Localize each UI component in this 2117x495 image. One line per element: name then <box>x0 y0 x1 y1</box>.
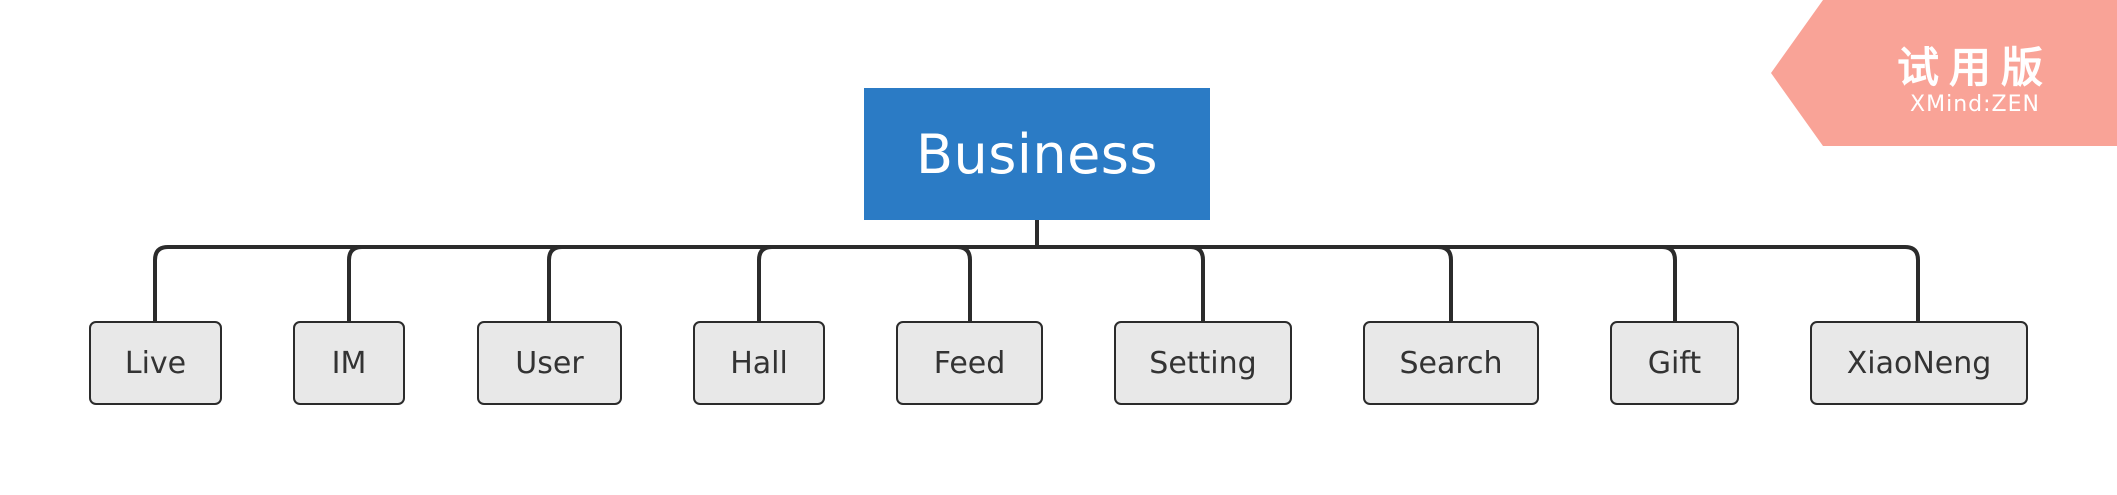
topic-label: XiaoNeng <box>1846 345 1992 381</box>
topic-label: Hall <box>730 345 788 381</box>
watermark-badge-shape <box>1771 0 2117 146</box>
trial-watermark: 试用版 XMind:ZEN <box>1771 0 2117 146</box>
root-topic[interactable]: Business <box>864 88 1210 220</box>
topic-label: Live <box>124 345 187 381</box>
topic-im[interactable]: IM <box>293 321 405 405</box>
connector-setting <box>1035 245 1205 323</box>
watermark-subtitle: XMind:ZEN <box>1910 92 2040 117</box>
topic-live[interactable]: Live <box>89 321 222 405</box>
topic-feed[interactable]: Feed <box>896 321 1043 405</box>
connector-search <box>1035 245 1453 323</box>
root-topic-label: Business <box>915 122 1159 186</box>
topic-hall[interactable]: Hall <box>693 321 825 405</box>
topic-user[interactable]: User <box>477 321 622 405</box>
connector-im <box>347 245 1039 323</box>
topic-label: Search <box>1399 345 1503 381</box>
topic-xiaoneng[interactable]: XiaoNeng <box>1810 321 2028 405</box>
connector-user <box>547 245 1039 323</box>
topic-label: Setting <box>1149 345 1257 381</box>
watermark-title: 试用版 <box>1896 43 2053 92</box>
topic-label: IM <box>331 345 367 381</box>
connector-hall <box>757 245 1039 323</box>
connector-feed <box>955 245 1039 323</box>
connector-gift <box>1035 245 1677 323</box>
topic-gift[interactable]: Gift <box>1610 321 1739 405</box>
topic-label: Feed <box>933 345 1006 381</box>
topic-label: User <box>515 345 584 381</box>
topic-label: Gift <box>1647 345 1702 381</box>
topic-setting[interactable]: Setting <box>1114 321 1292 405</box>
connector-xiaoneng <box>1035 245 1920 323</box>
connector-live <box>153 245 1039 323</box>
topic-search[interactable]: Search <box>1363 321 1539 405</box>
